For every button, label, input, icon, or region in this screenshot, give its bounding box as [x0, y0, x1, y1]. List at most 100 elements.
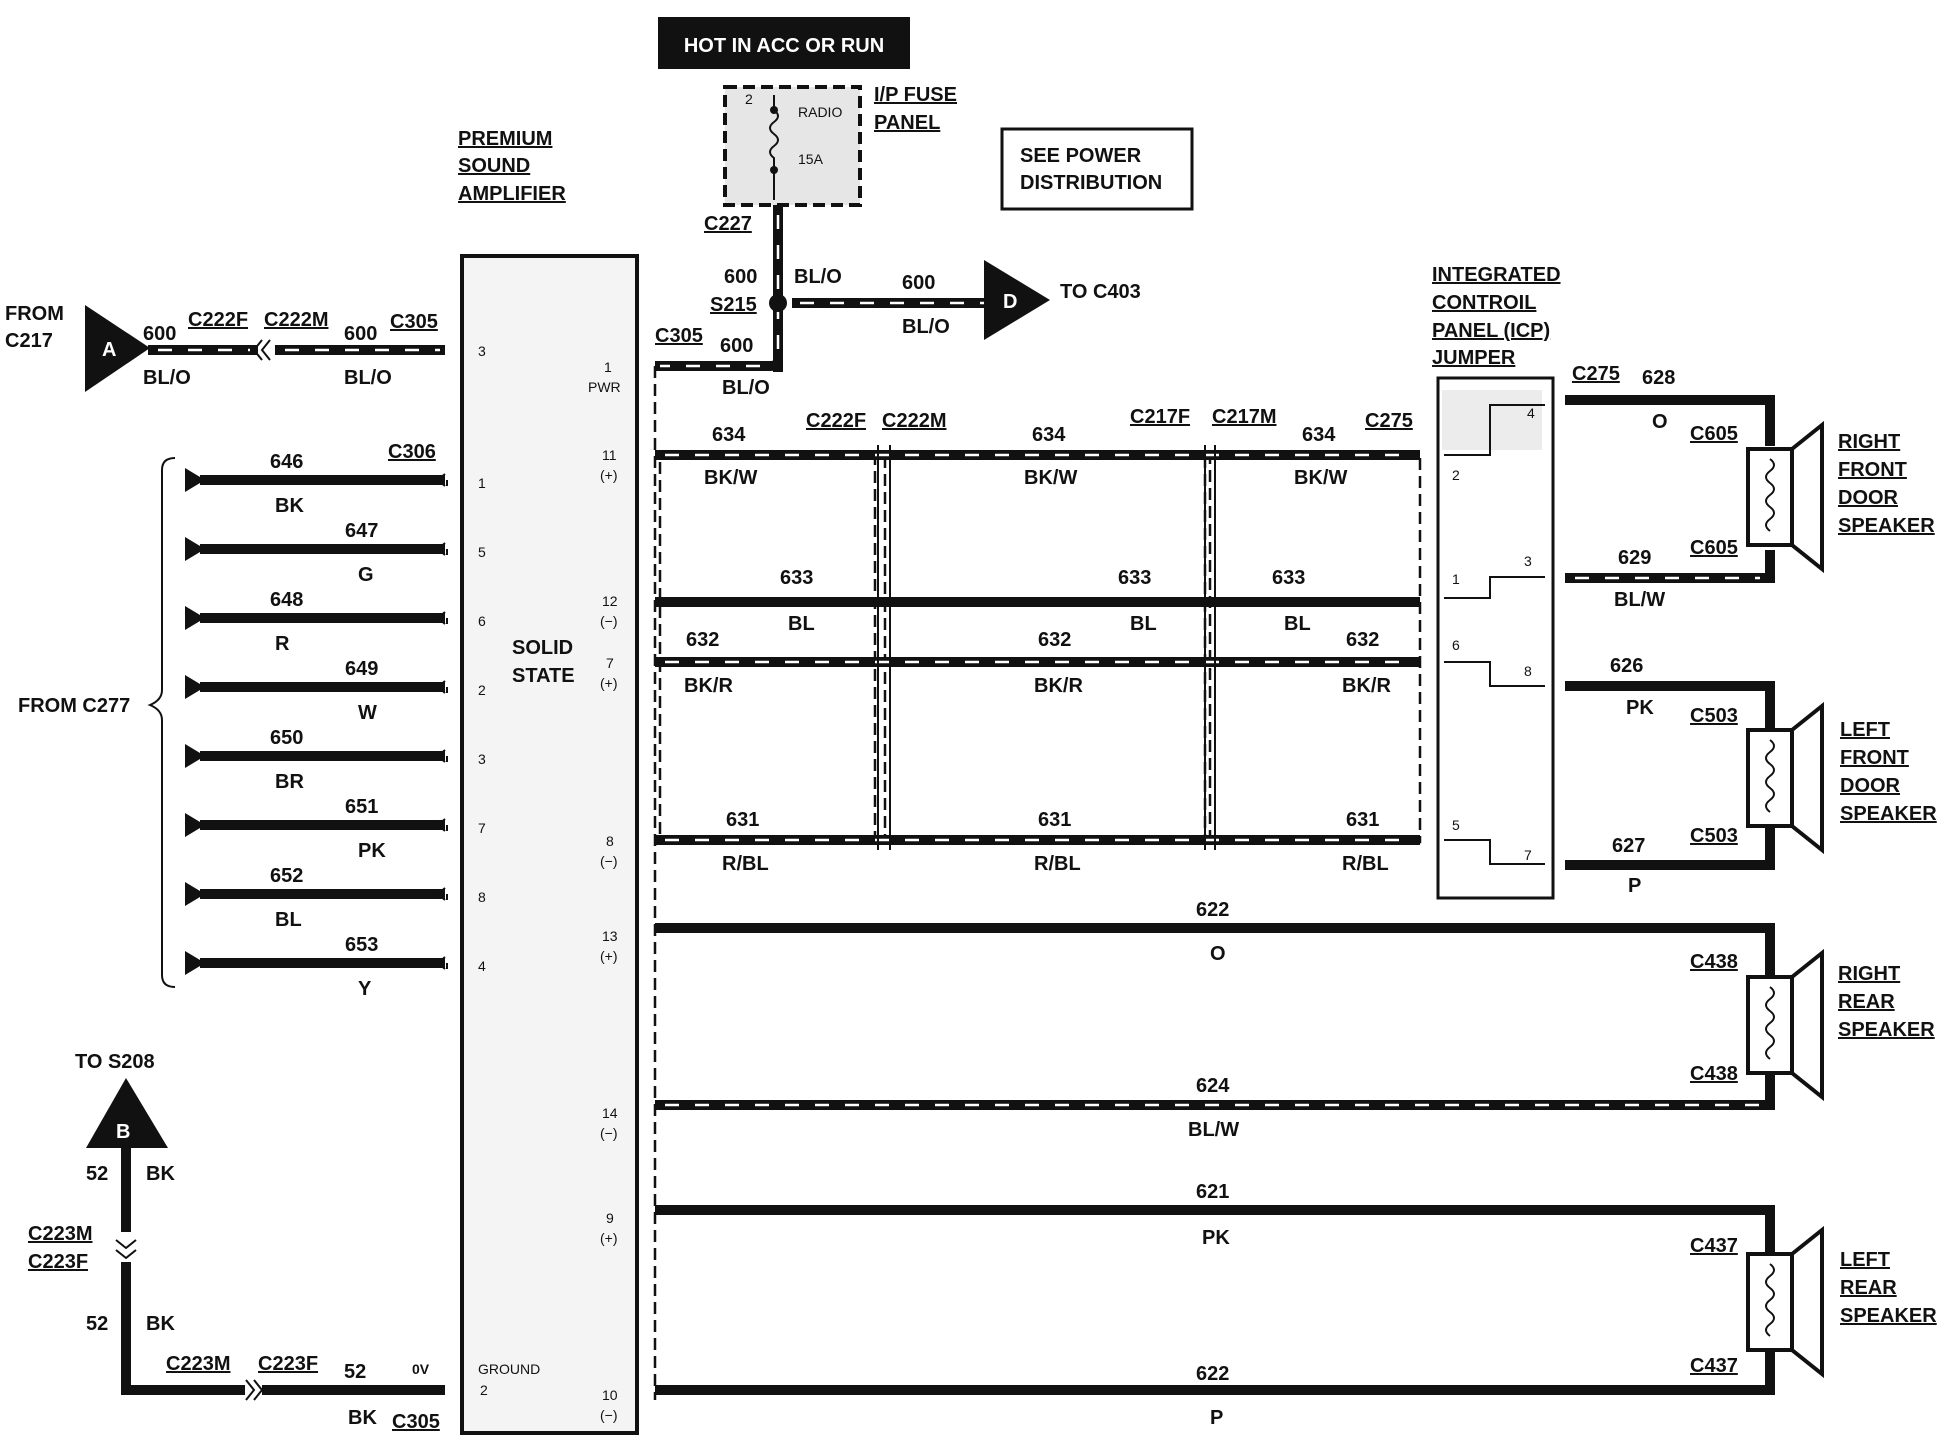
input-wire-color: BR — [275, 771, 304, 793]
wire-600-color-amp: BL/O — [722, 377, 770, 399]
input-wire-color: BK — [275, 495, 304, 517]
wire-634-num-3: 634 — [1302, 424, 1336, 446]
amp-title-2: SOUND — [458, 155, 530, 177]
svg-text:4: 4 — [1527, 405, 1535, 421]
from-c277-label: FROM C277 — [18, 695, 130, 717]
wire-628-num: 628 — [1642, 367, 1675, 389]
input-wire-color: BL — [275, 909, 302, 931]
wire-629-color: BL/W — [1614, 589, 1665, 611]
wire-52-color-mid: BK — [146, 1313, 175, 1335]
wire-627-color: P — [1628, 875, 1641, 897]
wire-600-color-a: BL/O — [143, 367, 191, 389]
svg-text:3: 3 — [1524, 553, 1532, 569]
amp-left-pin: 5 — [478, 544, 486, 560]
wire-632-num-3: 632 — [1346, 629, 1379, 651]
amp-pin-13: 13 — [602, 928, 618, 944]
wire-600-color-b: BL/O — [344, 367, 392, 389]
amp-left-pin: 7 — [478, 820, 486, 836]
input-wire-color: PK — [358, 840, 386, 862]
amp-state: STATE — [512, 665, 575, 687]
conn-c223m-left: C223M — [28, 1223, 92, 1245]
speaker-label-lf: LEFT FRONT DOOR SPEAKER — [1840, 719, 1937, 825]
wire-624-color: BL/W — [1188, 1119, 1239, 1141]
conn-c438-bottom: C438 — [1690, 1063, 1738, 1085]
fuse-name: RADIO — [798, 104, 842, 120]
input-wire-color: W — [358, 702, 377, 724]
conn-c503-top: C503 — [1690, 705, 1738, 727]
amp-pin-pwr: PWR — [588, 379, 621, 395]
wire-634-num-2: 634 — [1032, 424, 1066, 446]
input-wire-num: 651 — [345, 796, 378, 818]
conn-c437-bottom: C437 — [1690, 1355, 1738, 1377]
conn-c217f: C217F — [1130, 406, 1190, 428]
wire-624-num: 624 — [1196, 1075, 1230, 1097]
svg-text:SPEAKER: SPEAKER — [1838, 515, 1935, 537]
amp-pin-7-pol: (+) — [600, 675, 618, 691]
conn-c275-main: C275 — [1365, 410, 1413, 432]
wire-600-num-top: 600 — [724, 266, 757, 288]
wire-634-color-3: BK/W — [1294, 467, 1347, 489]
wire-632-color-3: BK/R — [1342, 675, 1391, 697]
conn-c223m-bottom: C223M — [166, 1353, 230, 1375]
splice-s215 — [769, 294, 787, 312]
wire-634-num-1: 634 — [712, 424, 746, 446]
amp-pin-14-pol: (−) — [600, 1125, 618, 1141]
svg-text:FRONT: FRONT — [1838, 459, 1907, 481]
amp-title-1: PREMIUM — [458, 128, 552, 150]
svg-text:REAR: REAR — [1838, 991, 1895, 1013]
conn-c437-top: C437 — [1690, 1235, 1738, 1257]
conn-c305-bottom: C305 — [392, 1411, 440, 1433]
wire-629 — [1565, 550, 1775, 583]
wire-600-amp — [655, 359, 783, 371]
wire-627-num: 627 — [1612, 835, 1645, 857]
icp-title-3: PANEL (ICP) — [1432, 320, 1550, 342]
wire-629-num: 629 — [1618, 547, 1651, 569]
from-c217-letter: A — [102, 339, 116, 361]
wire-621-color: PK — [1202, 1227, 1230, 1249]
amp-pin-13-pol: (+) — [600, 948, 618, 964]
amp-pin-9-pol: (+) — [600, 1230, 618, 1246]
fuse-panel-title-1: I/P FUSE — [874, 84, 957, 106]
icp-pin-labels: 4 2 3 1 6 8 5 7 — [1452, 405, 1535, 863]
wire-600-num-b: 600 — [344, 323, 377, 345]
svg-text:7: 7 — [1524, 847, 1532, 863]
see-power-line2: DISTRIBUTION — [1020, 172, 1162, 194]
input-wire-num: 650 — [270, 727, 303, 749]
to-c403-letter: D — [1003, 291, 1017, 313]
input-wire-num: 648 — [270, 589, 303, 611]
wire-631-color-3: R/BL — [1342, 853, 1389, 875]
wire-633-num-2: 633 — [1118, 567, 1151, 589]
conn-c223f-left: C223F — [28, 1251, 88, 1273]
to-c403-text: TO C403 — [1060, 281, 1141, 303]
amp-pin-10: 10 — [602, 1387, 618, 1403]
to-s208-text: TO S208 — [75, 1051, 155, 1073]
conn-c222f-left: C222F — [188, 309, 248, 331]
icp-jumper-traces — [1444, 404, 1545, 865]
wire-631-color-1: R/BL — [722, 853, 769, 875]
wire-621 — [655, 1205, 1775, 1262]
amp-left-pin-3: 3 — [478, 343, 486, 359]
speaker-icon-lf — [1746, 701, 1824, 855]
see-power-box — [1000, 127, 1194, 211]
wire-52-color-top: BK — [146, 1163, 175, 1185]
amp-pin-8-pol: (−) — [600, 853, 618, 869]
speaker-label-lr: LEFT REAR SPEAKER — [1840, 1249, 1937, 1327]
svg-text:REAR: REAR — [1840, 1277, 1897, 1299]
svg-text:SPEAKER: SPEAKER — [1840, 803, 1937, 825]
amp-solid: SOLID — [512, 637, 573, 659]
amp-left-pin: 8 — [478, 889, 486, 905]
fuse-pin-2: 2 — [745, 91, 753, 107]
icp-jumper-box — [1436, 376, 1555, 900]
svg-text:5: 5 — [1452, 817, 1460, 833]
hot-label-box — [658, 17, 910, 69]
input-wire-num: 652 — [270, 865, 303, 887]
conn-c222f-main: C222F — [806, 410, 866, 432]
wire-632-num-1: 632 — [686, 629, 719, 651]
conn-c275-icp: C275 — [1572, 363, 1620, 385]
wire-622-color-rr: O — [1210, 943, 1226, 965]
